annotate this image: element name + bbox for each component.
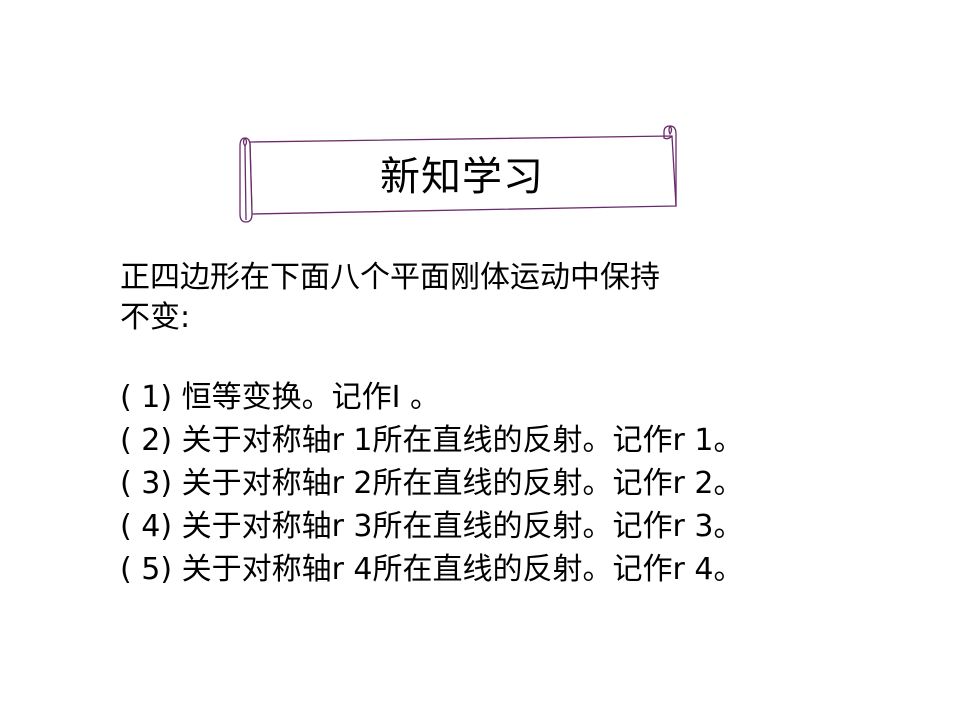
list-item: ( 3) 关于对称轴r 2所在直线的反射。记作r 2。: [120, 466, 744, 501]
list-item: ( 5) 关于对称轴r 4所在直线的反射。记作r 4。: [120, 552, 744, 587]
scroll-banner-icon: [239, 125, 677, 223]
title-banner: 新知学习: [232, 122, 684, 226]
intro-paragraph: 正四边形在下面八个平面刚体运动中保持 不变:: [120, 258, 840, 338]
page-title: 新知学习: [380, 154, 544, 200]
intro-line-2: 不变:: [120, 300, 191, 335]
list-item: ( 2) 关于对称轴r 1所在直线的反射。记作r 1。: [120, 423, 744, 458]
motion-list: ( 1) 恒等变换。记作I 。 ( 2) 关于对称轴r 1所在直线的反射。记作r…: [120, 376, 920, 591]
intro-line-1: 正四边形在下面八个平面刚体运动中保持: [120, 260, 660, 295]
list-item: ( 1) 恒等变换。记作I 。: [120, 380, 440, 415]
list-item: ( 4) 关于对称轴r 3所在直线的反射。记作r 3。: [120, 509, 744, 544]
